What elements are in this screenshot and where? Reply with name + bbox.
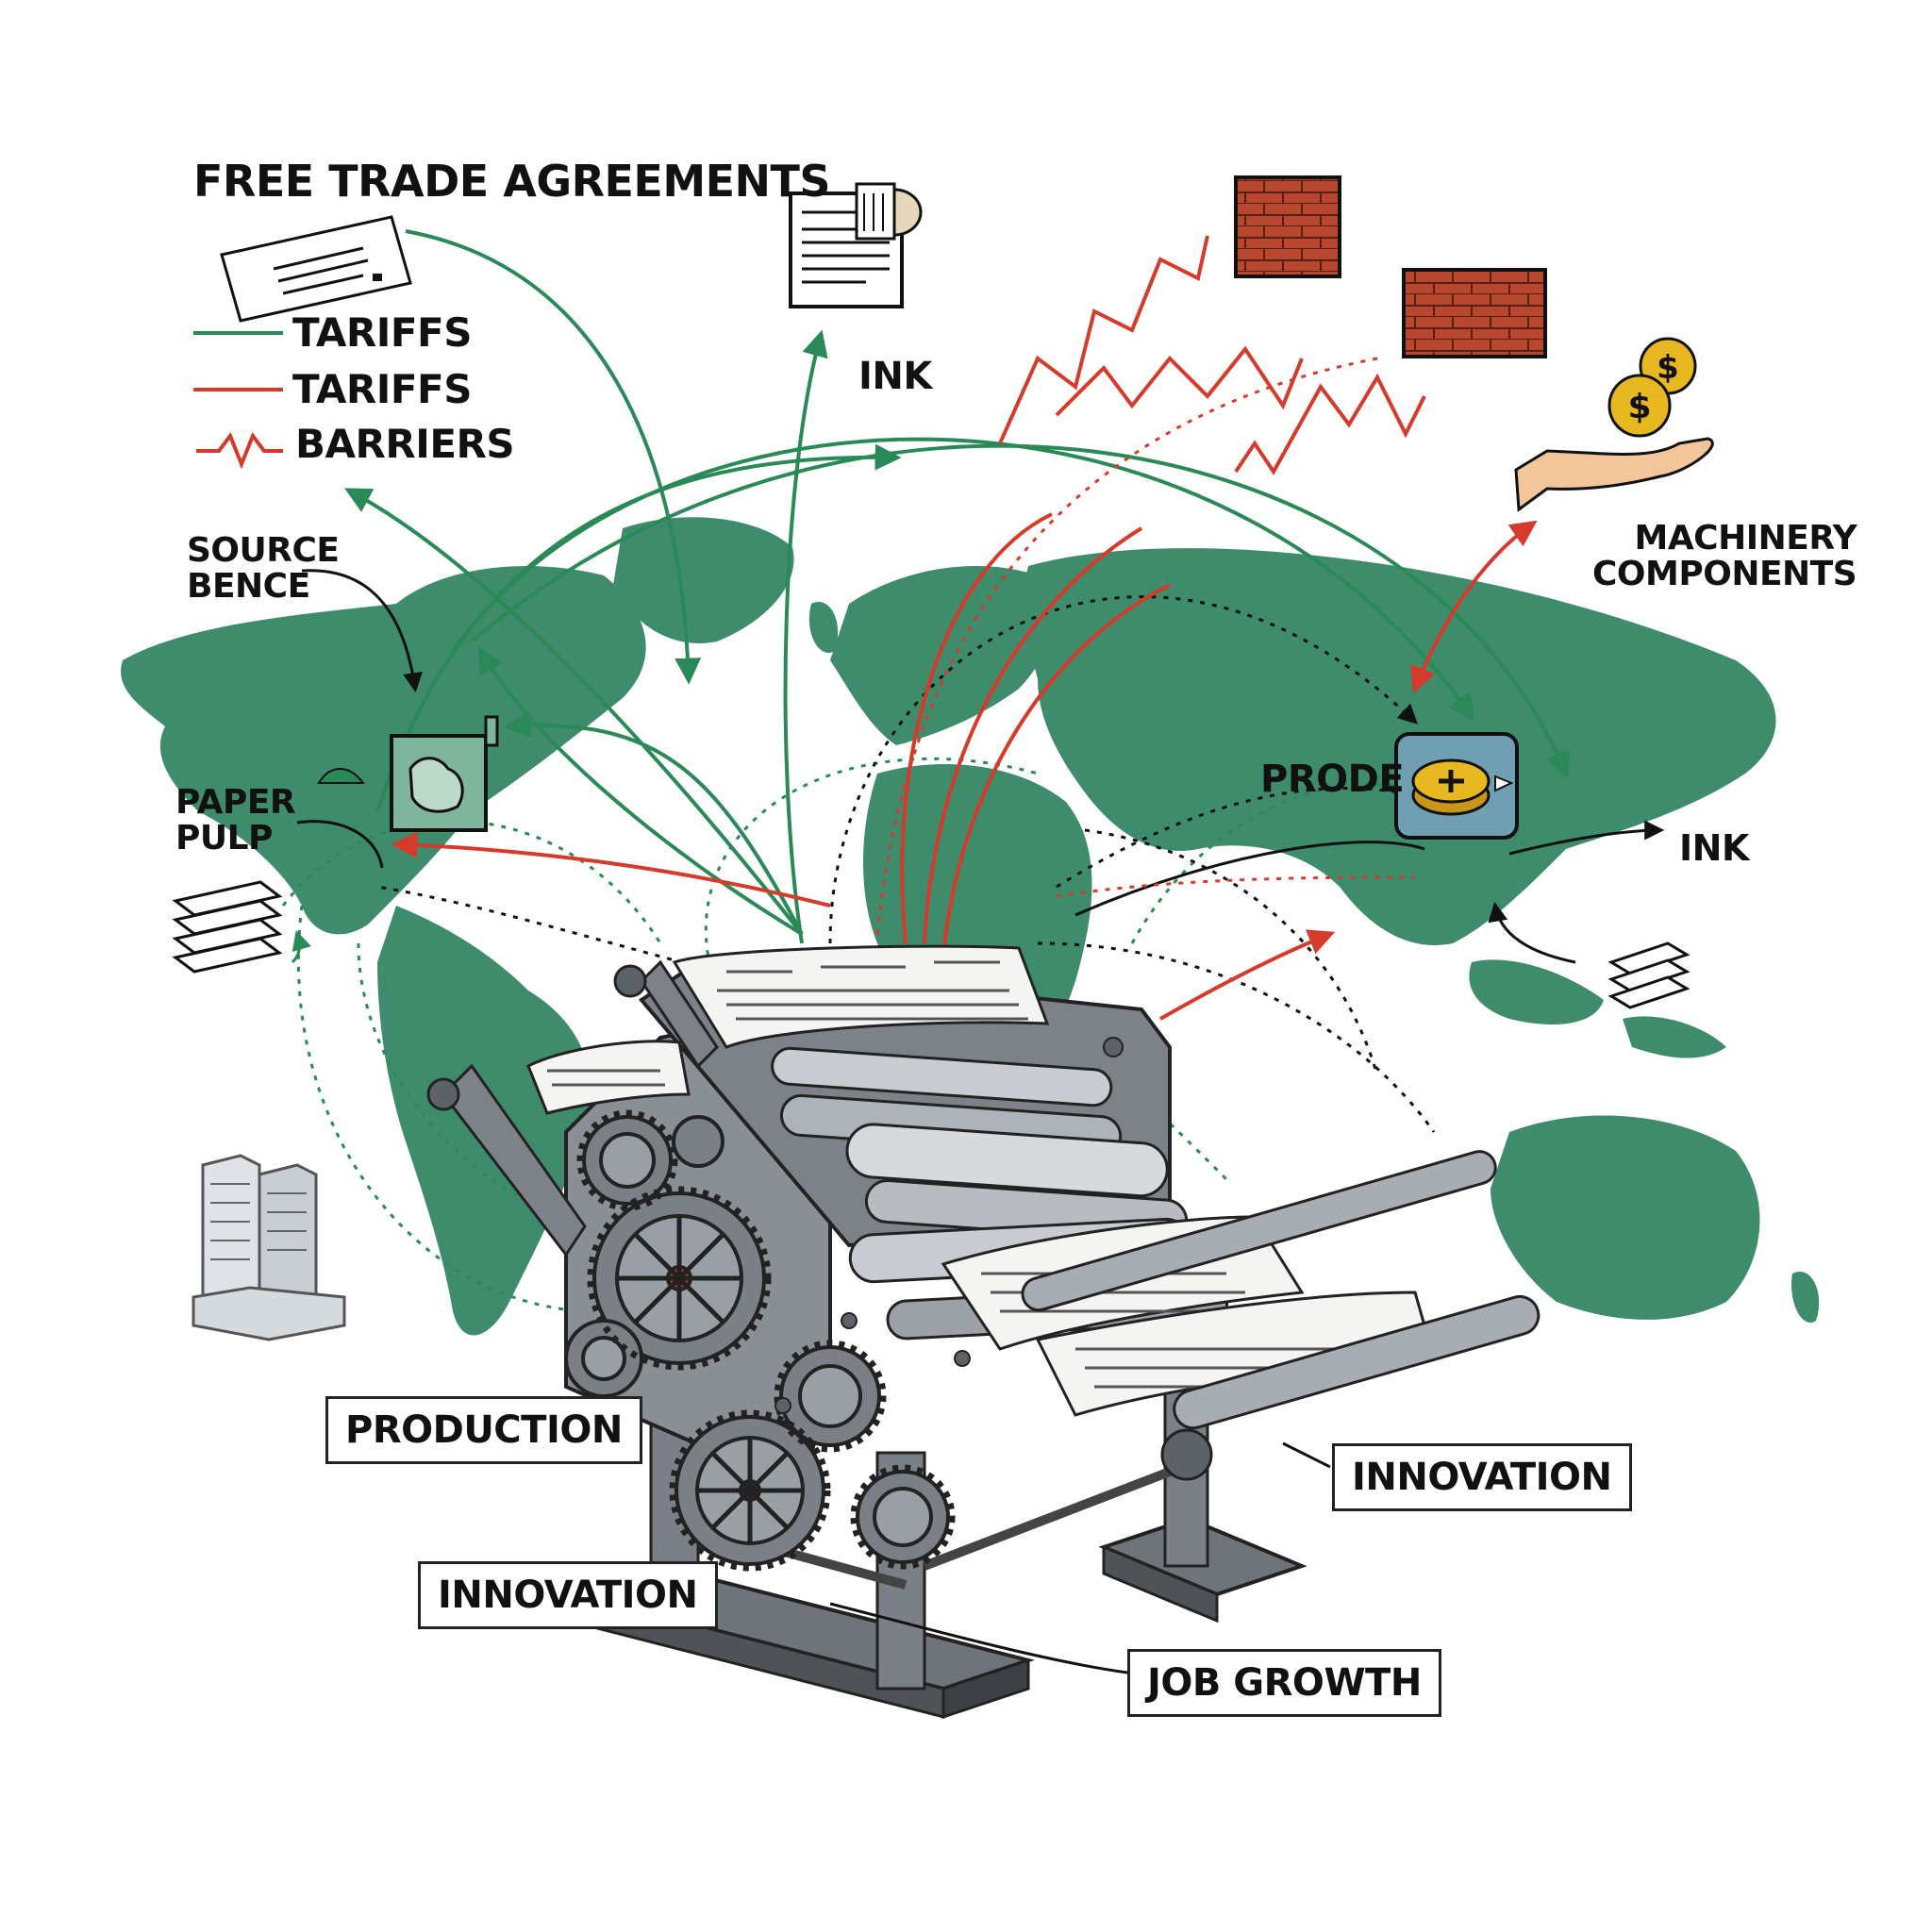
legend-item-tariffs-red: TARIFFS [193,366,473,412]
legend-item-barriers: BARRIERS [295,421,515,467]
label-ink-top: INK [858,355,932,398]
callout-innovation-left: INNOVATION [418,1561,718,1629]
callout-innovation-right: INNOVATION [1332,1443,1632,1511]
heading-free-trade-agreements: FREE TRADE AGREEMENTS [193,156,831,207]
legend-label: TARIFFS [292,309,473,356]
trade-document-icon [220,215,412,323]
paper-stack-icon [1607,941,1690,1009]
europe [830,566,1052,745]
paper-stack-icon [172,880,283,974]
legend-red-line [193,387,283,391]
label-prode: PRODE [1260,758,1405,801]
callout-production: PRODUCTION [325,1396,642,1464]
callout-job-growth: JOB GROWTH [1127,1649,1441,1717]
barrier-zigzag-1 [998,235,1209,444]
brick-wall-icon [1402,268,1547,358]
svg-text:$: $ [1627,388,1651,426]
newspaper-scroll-icon [789,182,923,308]
svg-text:$: $ [1657,349,1679,387]
coins-hand-icon: $ $ [1514,337,1714,512]
label-machinery-components: MACHINERY COMPONENTS [1592,519,1857,593]
legend-label: BARRIERS [295,421,515,467]
australia [1491,1115,1760,1320]
label-paper-pulp: PAPER PULP [175,783,296,858]
legend-zigzag-mark [196,431,283,470]
trade-routes [281,229,1665,1313]
se-asia [1469,959,1604,1024]
brick-wall-icon [1234,175,1341,278]
north-america [121,566,646,935]
coin-device-icon [1394,732,1519,840]
office-buildings-icon [192,1154,346,1341]
legend-green-line [193,330,283,335]
legend-label: TARIFFS [292,366,473,412]
barrier-zigzag-3 [1234,373,1426,475]
factory-box-icon [390,715,499,832]
newspaper-sheet-left [526,1040,691,1115]
barrier-zigzag-2 [1055,345,1304,417]
legend-item-tariffs-green: TARIFFS [193,309,473,356]
greenland [613,517,794,643]
label-ink-right: INK [1679,827,1749,869]
label-source: SOURCE BENCE [187,531,340,606]
